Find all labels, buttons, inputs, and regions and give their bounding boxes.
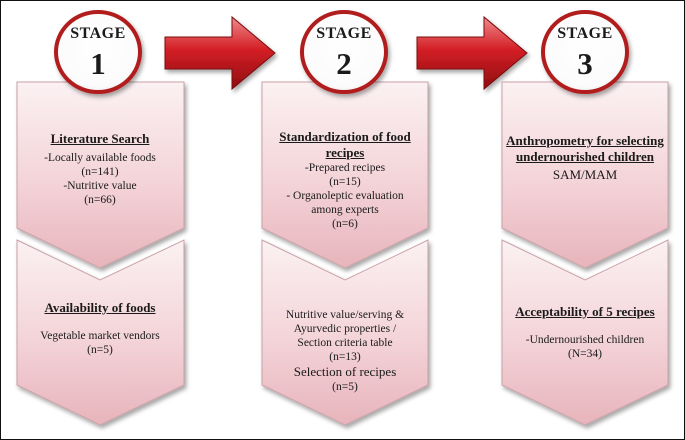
stage2-bottom-line: Nutritive value/serving & [285, 309, 405, 321]
stage2-label: STAGE [316, 25, 372, 42]
stage3-top-line: SAM/MAM [552, 167, 618, 182]
stage1-bottom-line: (n=5) [87, 344, 113, 356]
stage1-bottom-chevron [16, 239, 185, 426]
stage1-top-line: (n=66) [84, 194, 116, 206]
stage2-bottom-line: Selection of recipes [293, 364, 397, 379]
stage1-top-box: Literature Search -Locally available foo… [20, 131, 180, 207]
stage1-circle [54, 10, 142, 94]
stage3-bottom-line: (N=34) [568, 348, 602, 360]
stage2-number: 2 [336, 46, 352, 81]
stage1-top-heading: Literature Search [50, 131, 150, 146]
stage1-top-line: -Nutritive value [63, 180, 137, 192]
stage1-top-chevron [16, 81, 185, 269]
stage2-top-box: Standardization of food recipes -Prepare… [265, 129, 425, 231]
stage1-bottom-line: Vegetable market vendors [40, 330, 160, 342]
stage1-bottom-heading: Availability of foods [44, 300, 156, 315]
stage1-bottom-box: Availability of foods Vegetable market v… [20, 300, 180, 357]
stage2-circle [300, 10, 388, 94]
stage2-top-line: among experts [311, 204, 379, 216]
stage3-bottom-line: -Undernourished children [525, 334, 645, 346]
stage3-number: 3 [577, 46, 593, 81]
stage2-bottom-line: Ayurvedic properties / [293, 323, 397, 335]
stage2-top-line: - Organoleptic evaluation [286, 190, 404, 202]
stage3-bottom-heading: Acceptability of 5 recipes [515, 304, 655, 319]
stage2-bottom-line: (n=5) [332, 381, 358, 393]
stage2-bottom-line: Section criteria table [297, 337, 393, 349]
stage2-top-line: -Prepared recipes [304, 162, 386, 174]
stage2-top-chevron [261, 81, 429, 269]
stage3-circle [541, 10, 629, 94]
stage2-top-line: (n=15) [329, 176, 361, 188]
stage2-bottom-line: (n=13) [329, 351, 361, 363]
arrow-stage2-to-stage3 [416, 15, 528, 91]
stage3-top-heading: Anthropometry for selecting undernourish… [506, 133, 664, 164]
stage2-bottom-box: Nutritive value/serving & Ayurvedic prop… [265, 308, 425, 394]
stage3-top-chevron [501, 81, 669, 269]
stage3-top-box: Anthropometry for selecting undernourish… [505, 133, 665, 183]
arrow-stage1-to-stage2 [164, 15, 276, 91]
stage1-label: STAGE [70, 25, 126, 42]
stage2-top-heading: Standardization of food recipes [279, 129, 411, 160]
stage1-top-line: (n=141) [81, 166, 119, 178]
stage3-label: STAGE [557, 25, 613, 42]
stage3-bottom-chevron [501, 239, 669, 426]
stage1-number: 1 [90, 46, 106, 81]
stage2-top-line: (n=6) [332, 218, 358, 230]
stage1-top-line: -Locally available foods [44, 152, 156, 164]
stage2-bottom-chevron [261, 239, 429, 426]
stage3-bottom-box: Acceptability of 5 recipes -Undernourish… [505, 304, 665, 361]
